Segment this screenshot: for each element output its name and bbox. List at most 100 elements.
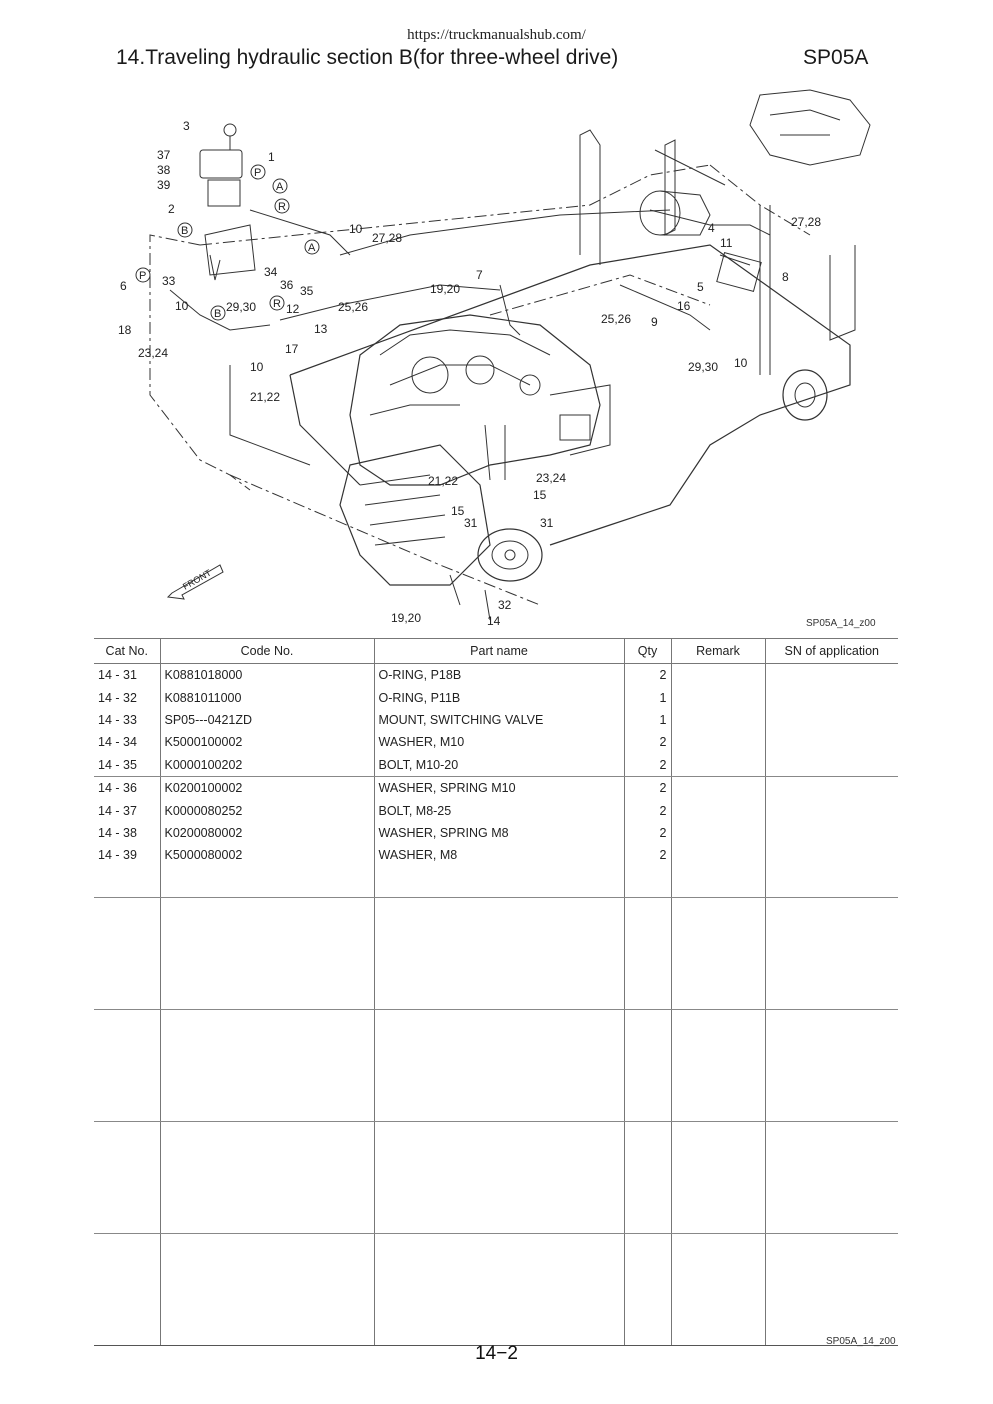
part-name: WASHER, M8 (373, 844, 624, 867)
svg-text:14: 14 (487, 614, 501, 628)
part-name: BOLT, M10-20 (373, 753, 624, 777)
code-no: SP05---0421ZD (159, 708, 374, 732)
table-row-empty (94, 1233, 898, 1346)
col-part-name: Part name (373, 638, 624, 664)
cat-no: 14 - 34 (98, 735, 137, 750)
svg-text:34: 34 (264, 265, 278, 279)
qty: 2 (623, 753, 671, 777)
svg-text:6: 6 (120, 279, 127, 293)
qty: 2 (623, 663, 671, 687)
table-row-empty (94, 1009, 898, 1122)
cat-no: 14 - 32 (98, 690, 137, 705)
qty: 2 (623, 799, 671, 822)
svg-text:10: 10 (734, 356, 748, 370)
svg-text:P: P (139, 270, 146, 282)
svg-text:9: 9 (651, 315, 658, 329)
svg-text:2: 2 (168, 202, 175, 216)
svg-text:FRONT: FRONT (181, 567, 213, 591)
remark (670, 663, 765, 687)
col-remark: Remark (670, 638, 765, 664)
part-name: O-RING, P18B (373, 663, 624, 687)
cat-no: 14 - 39 (98, 848, 137, 863)
svg-text:27,28: 27,28 (372, 231, 402, 245)
col-code-no: Code No. (159, 638, 374, 664)
qty: 1 (623, 686, 671, 709)
svg-text:1: 1 (268, 150, 275, 164)
svg-text:13: 13 (314, 322, 328, 336)
parts-table: Cat No. Code No. Part name Qty Remark SN… (94, 638, 898, 1346)
svg-text:16: 16 (677, 299, 691, 313)
svg-text:29,30: 29,30 (226, 300, 256, 314)
svg-text:11: 11 (720, 236, 733, 250)
code-no: K0000080252 (159, 799, 374, 822)
col-sn-application: SN of application (764, 638, 898, 664)
svg-text:4: 4 (708, 221, 715, 235)
sn-application (764, 731, 898, 754)
remark (670, 799, 765, 822)
table-row-empty (94, 866, 898, 898)
svg-text:23,24: 23,24 (138, 346, 168, 360)
svg-text:29,30: 29,30 (688, 360, 718, 374)
remark (670, 844, 765, 867)
svg-text:B: B (181, 225, 188, 237)
code-no: K0881011000 (159, 686, 374, 709)
part-name: WASHER, SPRING M10 (373, 776, 624, 800)
sn-application (764, 844, 898, 867)
qty: 2 (623, 821, 671, 845)
table-row: 14 - 38 K0200080002 WASHER, SPRING M8 2 (94, 821, 898, 845)
svg-text:27,28: 27,28 (791, 215, 821, 229)
svg-text:36: 36 (280, 278, 294, 292)
svg-text:A: A (308, 242, 316, 254)
figure-reference: SP05A_14_z00 (806, 618, 876, 629)
sn-application (764, 686, 898, 709)
table-row: 14 - 31 K0881018000 O-RING, P18B 2 (94, 663, 898, 687)
remark (670, 753, 765, 777)
page-number: 14−2 (475, 1343, 518, 1364)
svg-text:R: R (278, 201, 286, 213)
svg-text:A: A (276, 181, 284, 193)
col-cat-no: Cat No. (94, 638, 160, 664)
svg-text:10: 10 (349, 222, 363, 236)
svg-text:35: 35 (300, 284, 314, 298)
cat-no: 14 - 31 (98, 668, 137, 683)
source-url[interactable]: https://truckmanualshub.com/ (407, 27, 586, 43)
sn-application (764, 663, 898, 687)
part-name: WASHER, M10 (373, 731, 624, 754)
remark (670, 686, 765, 709)
table-row: 14 - 37 K0000080252 BOLT, M8-25 2 (94, 799, 898, 822)
table-row: 14 - 39 K5000080002 WASHER, M8 2 (94, 844, 898, 867)
svg-text:15: 15 (451, 504, 465, 518)
code-no: K0200080002 (159, 821, 374, 845)
svg-text:15: 15 (533, 488, 547, 502)
svg-text:38: 38 (157, 163, 171, 177)
svg-text:37: 37 (157, 148, 171, 162)
svg-text:19,20: 19,20 (391, 611, 421, 625)
svg-text:32: 32 (498, 598, 512, 612)
part-name: WASHER, SPRING M8 (373, 821, 624, 845)
svg-text:3: 3 (183, 119, 190, 133)
qty: 1 (623, 708, 671, 732)
svg-text:B: B (214, 308, 221, 320)
part-name: BOLT, M8-25 (373, 799, 624, 822)
page-title: 14.Traveling hydraulic section B(for thr… (116, 46, 619, 69)
remark (670, 731, 765, 754)
remark (670, 708, 765, 732)
svg-text:31: 31 (464, 516, 478, 530)
svg-text:19,20: 19,20 (430, 282, 460, 296)
table-row: 14 - 32 K0881011000 O-RING, P11B 1 (94, 686, 898, 709)
table-row: 14 - 36 K0200100002 WASHER, SPRING M10 2 (94, 776, 898, 800)
svg-text:25,26: 25,26 (338, 300, 368, 314)
code-no: K0200100002 (159, 776, 374, 800)
exploded-parts-diagram: 3 37 38 39 1 2 10 27,28 34 36 35 33 6 10… (110, 85, 900, 630)
svg-text:31: 31 (540, 516, 554, 530)
svg-text:33: 33 (162, 274, 176, 288)
cat-no: 14 - 33 (98, 712, 137, 727)
sn-application (764, 708, 898, 732)
svg-text:10: 10 (250, 360, 264, 374)
qty: 2 (623, 776, 671, 800)
svg-text:10: 10 (175, 299, 189, 313)
part-name: O-RING, P11B (373, 686, 624, 709)
svg-text:21,22: 21,22 (428, 474, 458, 488)
cat-no: 14 - 38 (98, 825, 137, 840)
table-row-empty (94, 1121, 898, 1234)
